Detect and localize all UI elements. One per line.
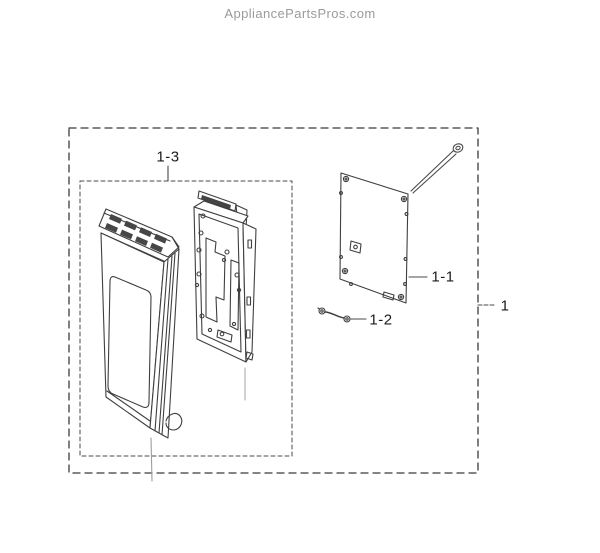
cover-panel-square-hole: [353, 244, 358, 250]
cover-panel-square-detail: [349, 240, 362, 254]
wire-terminal-right: [343, 315, 351, 323]
panel-latch-hook: [165, 412, 183, 431]
callout-label-1-3: 1-3: [156, 148, 180, 166]
outer-boundary-box: [68, 127, 479, 474]
screw-head: [452, 143, 464, 153]
mounting-bracket-drawing: [193, 190, 257, 363]
callout-label-1-1: 1-1: [431, 268, 455, 286]
panel-assembly-boundary-box: [79, 180, 293, 457]
watermark: AppliancePartsPros.com: [224, 6, 376, 21]
screw-head-center: [455, 145, 461, 151]
wire-terminal-left: [318, 307, 326, 315]
callout-leader-lines: [150, 165, 496, 482]
bracket-tab-slot: [201, 195, 231, 209]
cover-panel-drawing: [339, 172, 409, 304]
bracket-side-face: [242, 222, 257, 363]
panel-side-line-1: [154, 258, 169, 432]
wire-terminal-right-pin: [345, 317, 349, 321]
panel-side-line-3: [161, 252, 176, 436]
callout-label-1-2: 1-2: [369, 311, 393, 329]
leader-control-panel: [150, 437, 153, 482]
wire-cable: [324, 311, 345, 319]
bracket-inner-outline: [198, 213, 242, 353]
bracket-bottom-detail: [216, 329, 233, 343]
panel-bottom-edge: [106, 390, 151, 422]
bracket-side-slots: [245, 239, 253, 339]
callout-label-1: 1: [500, 297, 510, 315]
screw-drawing: [410, 143, 464, 194]
panel-display-recess: [107, 276, 152, 408]
cover-panel-edge-holes: [339, 191, 409, 286]
panel-side-line-2: [158, 255, 173, 434]
panel-side-top-edge: [171, 236, 180, 250]
bracket-cutout-left: [205, 237, 226, 323]
cover-panel-plate: [339, 172, 409, 304]
bracket-bottom-tab: [245, 351, 254, 361]
screw-shaft-line-2: [412, 153, 457, 194]
wire-harness-drawing: [317, 307, 351, 323]
screw-shaft-line-1: [410, 150, 454, 192]
bracket-cutout-right: [229, 259, 240, 331]
cover-panel-bottom-tab: [382, 291, 395, 301]
grille-slots: [105, 214, 167, 253]
control-panel-drawing: [98, 208, 183, 439]
wire-terminal-left-pin: [320, 309, 324, 313]
bracket-holes: [194, 213, 242, 337]
cover-panel-corner-holes: [341, 175, 408, 301]
